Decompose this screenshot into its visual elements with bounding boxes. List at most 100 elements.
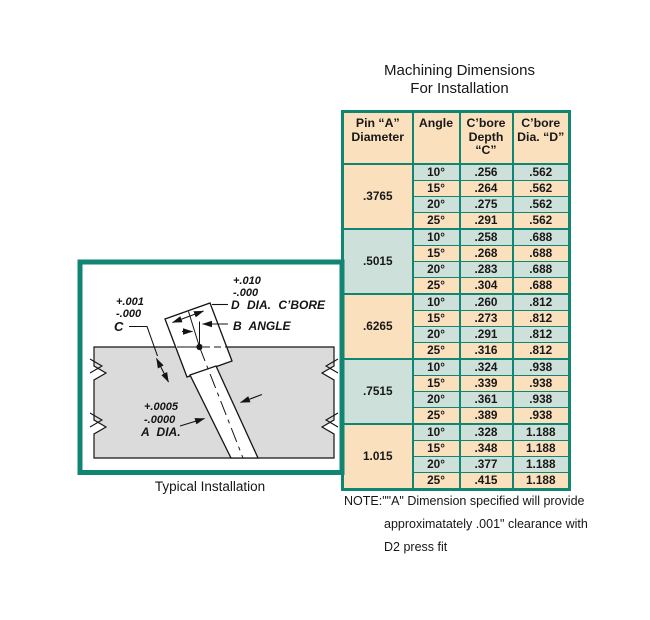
a-tolerance-plus: +.0005 — [144, 401, 179, 413]
pin-edge-arrow — [240, 393, 263, 404]
table-row: .5015 10° .258 .688 — [341, 227, 571, 294]
c-leader-line — [129, 325, 159, 357]
pin-diameter-cell: .6265 — [341, 292, 414, 359]
note-line2: approximatately .001" clearance with — [384, 517, 588, 531]
angle-cell: 15° — [411, 374, 461, 392]
depth-cell: .258 — [458, 227, 514, 246]
table-row: 20° .361 .938 — [343, 390, 571, 408]
break-mark — [89, 358, 104, 374]
table-row: 25° .389 .938 — [343, 406, 571, 424]
table-row: 20° .291 .812 — [343, 325, 571, 343]
installation-diagram: +.010 -.000 D DIA. C’BORE B ANGLE +.001 … — [77, 259, 345, 475]
dia-cell: .688 — [511, 227, 571, 246]
dia-cell: .812 — [511, 309, 571, 327]
page-title: Machining Dimensions For Installation — [341, 62, 578, 98]
depth-cell: .324 — [458, 357, 514, 376]
dia-cell: 1.188 — [511, 471, 571, 490]
c-tolerance-plus: +.001 — [116, 296, 144, 308]
note-text: NOTE:""A" Dimension specified will provi… — [344, 490, 606, 559]
pin-diameter-cell: .7515 — [341, 357, 414, 424]
dia-cell: .562 — [511, 195, 571, 213]
depth-cell: .316 — [458, 341, 514, 359]
note-line3: D2 press fit — [384, 540, 448, 554]
angle-cell: 15° — [411, 309, 461, 327]
c-dimension-arrow — [156, 358, 169, 383]
a-tolerance-minus: -.0000 — [144, 414, 176, 426]
dia-cell: 1.188 — [511, 455, 571, 473]
table-row: 20° .275 .562 — [343, 195, 571, 213]
angle-cell: 15° — [411, 244, 461, 262]
angle-cell: 25° — [411, 211, 461, 229]
pin-diameter-cell: .5015 — [341, 227, 414, 294]
dia-cell: .938 — [511, 390, 571, 408]
note-line1: NOTE:""A" Dimension specified will provi… — [344, 494, 585, 508]
dia-cell: .562 — [511, 179, 571, 197]
angle-cell: 20° — [411, 325, 461, 343]
c-tolerance-minus: -.000 — [116, 308, 142, 320]
angle-cell: 10° — [411, 227, 461, 246]
depth-cell: .415 — [458, 471, 514, 490]
dia-cell: .812 — [511, 325, 571, 343]
table-row: 25° .304 .688 — [343, 276, 571, 294]
a-dia-arrow — [179, 417, 205, 427]
angle-cell: 25° — [411, 471, 461, 490]
table-row: 15° .339 .938 — [343, 374, 571, 392]
depth-cell: .361 — [458, 390, 514, 408]
angle-cell: 25° — [411, 341, 461, 359]
table-row: .7515 10° .324 .938 — [341, 357, 571, 424]
depth-cell: .377 — [458, 455, 514, 473]
break-mark — [89, 412, 104, 428]
dia-cell: .812 — [511, 292, 571, 311]
dia-cell: .688 — [511, 260, 571, 278]
header-angle: Angle — [411, 111, 461, 165]
angle-cell: 15° — [411, 179, 461, 197]
pin — [189, 365, 260, 459]
angle-cell: 20° — [411, 260, 461, 278]
angle-cell: 10° — [411, 357, 461, 376]
d-tolerance-minus: -.000 — [233, 287, 259, 299]
table-row: 1.015 10° .328 1.188 — [341, 422, 571, 490]
angle-cell: 20° — [411, 390, 461, 408]
depth-cell: .304 — [458, 276, 514, 294]
depth-cell: .275 — [458, 195, 514, 213]
angle-cell: 15° — [411, 439, 461, 457]
dia-cell: 1.188 — [511, 422, 571, 441]
pin-diameter-cell: 1.015 — [341, 422, 414, 490]
d-dia-cbore-label: D DIA. C’BORE — [231, 298, 326, 312]
diagram-caption: Typical Installation — [154, 479, 266, 494]
table-row: 20° .377 1.188 — [343, 455, 571, 473]
depth-cell: .328 — [458, 422, 514, 441]
table-row: .6265 10° .260 .812 — [341, 292, 571, 359]
depth-cell: .260 — [458, 292, 514, 311]
c-label: C — [114, 319, 124, 334]
pin-diameter-cell: .3765 — [341, 162, 414, 229]
dia-cell: .938 — [511, 357, 571, 376]
d-tolerance-plus: +.010 — [233, 275, 262, 287]
depth-cell: .291 — [458, 211, 514, 229]
break-mark — [324, 412, 339, 428]
dia-cell: .812 — [511, 341, 571, 359]
header-pin-diameter: Pin “A”Diameter — [341, 111, 414, 165]
depth-cell: .348 — [458, 439, 514, 457]
angle-cell: 25° — [411, 406, 461, 424]
angle-cell: 20° — [411, 195, 461, 213]
title-line2: For Installation — [410, 80, 509, 97]
pivot-dot — [196, 343, 203, 351]
angle-cell: 25° — [411, 276, 461, 294]
depth-cell: .268 — [458, 244, 514, 262]
angle-cell: 10° — [411, 422, 461, 441]
depth-cell: .339 — [458, 374, 514, 392]
angle-cell: 10° — [411, 292, 461, 311]
depth-cell: .283 — [458, 260, 514, 278]
dia-cell: .562 — [511, 162, 571, 181]
dia-cell: .688 — [511, 244, 571, 262]
a-dia-label: A DIA. — [140, 425, 181, 439]
table-row: 15° .268 .688 — [343, 244, 571, 262]
depth-cell: .389 — [458, 406, 514, 424]
title-line1: Machining Dimensions — [384, 62, 535, 79]
